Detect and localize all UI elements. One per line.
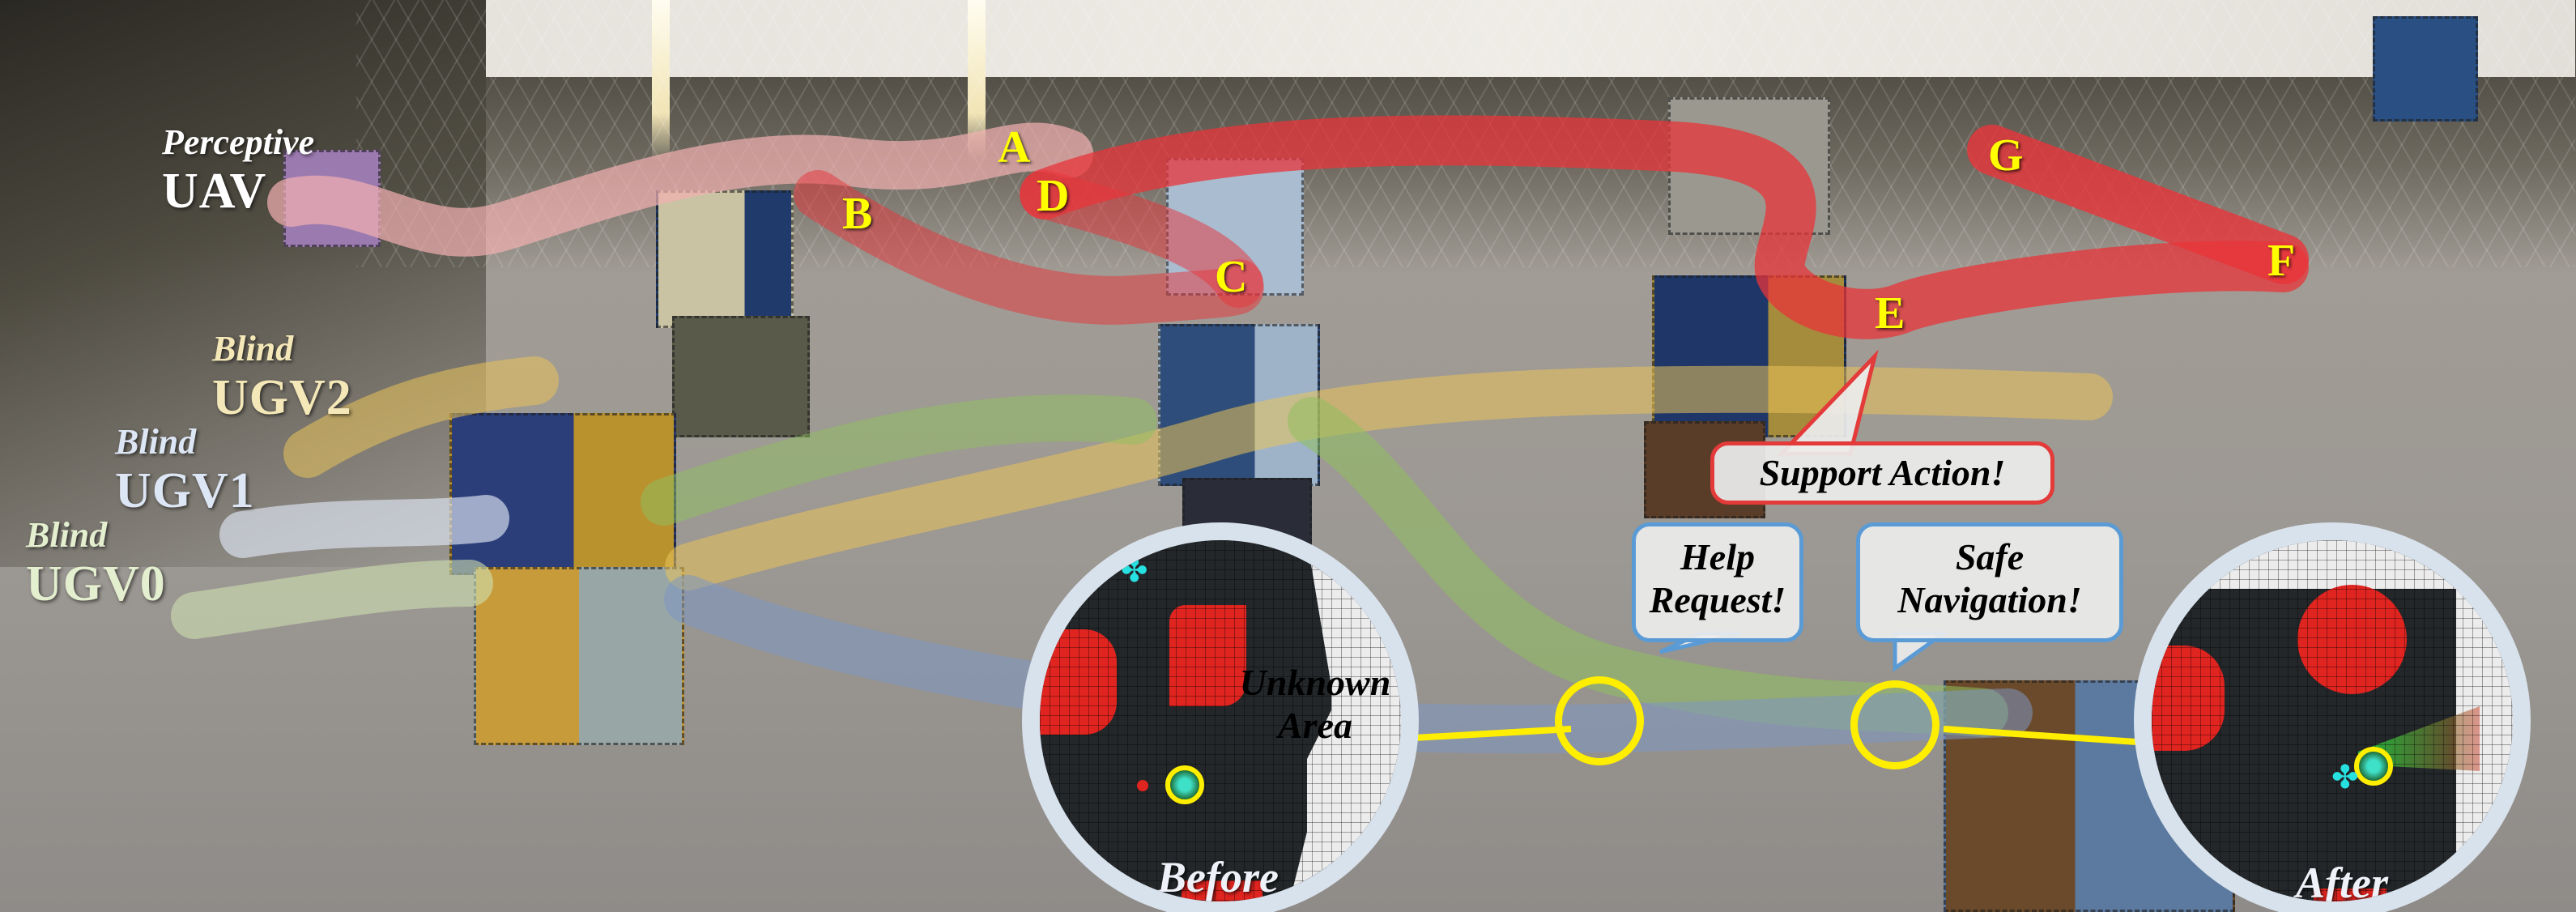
uav-trajectory-d-e-f (1020, 115, 2309, 339)
waypoint-a: A (998, 122, 1031, 173)
occupied-region (2152, 646, 2225, 751)
robot-role: Blind (212, 329, 294, 369)
goal-marker (1137, 780, 1148, 791)
robot-role: Blind (115, 422, 197, 462)
occupancy-grid (2152, 540, 2513, 901)
robot-label-ugv2: Blind UGV2 (212, 328, 352, 427)
ugv1-trajectory (219, 495, 509, 558)
help-request-callout: Help Request! (1632, 522, 1803, 642)
waypoint-f: F (2267, 236, 2296, 286)
uav-icon: ✤ (2331, 759, 2359, 795)
background-wall (486, 0, 2575, 77)
robot-name: UAV (162, 164, 267, 219)
unknown-area-label: Unknown Area (1234, 662, 1396, 748)
ugv2-trajectory (283, 356, 559, 478)
obstacle-box (2373, 16, 2478, 121)
occupancy-grid (1040, 540, 1401, 901)
uav-icon: ✤ (1121, 552, 1148, 589)
safe-navigation-text-line1: Safe (1955, 536, 2025, 577)
before-caption: Before (1157, 853, 1279, 901)
robot-label-ugv1: Blind UGV1 (115, 421, 255, 520)
help-request-text-line1: Help (1680, 536, 1755, 577)
background-floor-shadow (0, 0, 486, 567)
safe-navigation-text-line2: Navigation! (1897, 578, 2082, 620)
ugv-marker (1165, 765, 1204, 804)
support-action-callout: Support Action! (1710, 441, 2054, 505)
support-action-text: Support Action! (1759, 452, 2006, 493)
occupied-region (1169, 605, 1246, 706)
wall-light-strip (968, 0, 986, 162)
ugv-marker (2354, 747, 2393, 786)
waypoint-b: B (842, 189, 873, 239)
robot-role: Blind (26, 515, 108, 555)
occupied-region (1182, 880, 1262, 901)
uav-trajectory (267, 122, 1093, 257)
robot-label-ugv0: Blind UGV0 (26, 514, 166, 613)
after-caption: After (2296, 859, 2388, 907)
unknown-area-region (2152, 540, 2513, 589)
waypoint-d: D (1037, 171, 1070, 221)
occupied-region (1040, 629, 1117, 735)
obstacle-box (449, 413, 676, 575)
ugv2-trajectory (665, 365, 2113, 590)
waypoint-e: E (1875, 288, 1905, 339)
before-map-inset: ✤ Unknown Area Before (1022, 522, 1419, 912)
robot-name: UGV1 (115, 463, 255, 518)
ugv-highlight-ring-after (1850, 680, 1939, 769)
obstacle-box (474, 567, 684, 745)
uav-trajectory-f-g (1967, 125, 2309, 284)
occupied-region (2314, 889, 2387, 901)
ugv-highlight-ring-before (1555, 676, 1644, 765)
waypoint-c: C (1215, 252, 1248, 302)
help-request-text-line2: Request! (1649, 578, 1786, 620)
ugv0-trajectory (171, 560, 493, 639)
obstacle-box (672, 316, 810, 437)
safe-navigation-callout: Safe Navigation! (1856, 522, 2123, 642)
robot-name: UGV0 (26, 556, 166, 612)
wall-light-strip (652, 0, 670, 162)
robot-label-uav: Perceptive UAV (162, 121, 314, 220)
unknown-area-text-line2: Area (1278, 704, 1352, 746)
robot-name: UGV2 (212, 370, 352, 425)
robot-role: Perceptive (162, 122, 315, 162)
ugv1-trajectory (641, 394, 1157, 526)
obstacle-box (656, 190, 794, 328)
unknown-area-text-line1: Unknown (1239, 662, 1391, 703)
waypoint-g: G (1988, 130, 2024, 181)
after-map-inset: ✤ After (2134, 522, 2531, 912)
occupied-region (2297, 585, 2407, 694)
